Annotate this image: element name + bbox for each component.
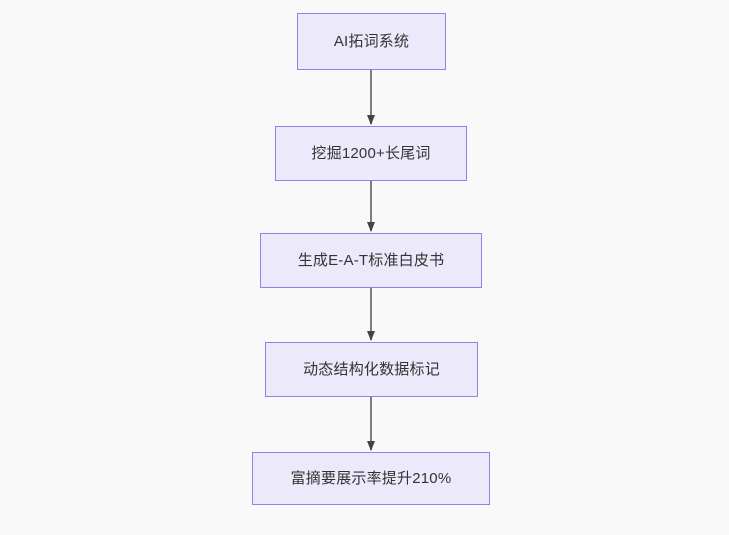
flowchart-node-generate-eat-whitepaper[interactable]: 生成E-A-T标准白皮书 <box>260 233 482 288</box>
node-label: AI拓词系统 <box>333 32 410 50</box>
node-label: 富摘要展示率提升210% <box>290 469 452 487</box>
flowchart-node-dynamic-structured-data-markup[interactable]: 动态结构化数据标记 <box>265 342 478 397</box>
node-label: 生成E-A-T标准白皮书 <box>297 251 445 269</box>
flowchart-node-mine-longtail-keywords[interactable]: 挖掘1200+长尾词 <box>275 126 467 181</box>
flowchart-node-rich-snippet-impression-lift[interactable]: 富摘要展示率提升210% <box>252 452 490 505</box>
node-label: 动态结构化数据标记 <box>303 360 440 378</box>
flowchart-node-ai-keyword-system[interactable]: AI拓词系统 <box>297 13 446 70</box>
node-label: 挖掘1200+长尾词 <box>311 144 431 162</box>
